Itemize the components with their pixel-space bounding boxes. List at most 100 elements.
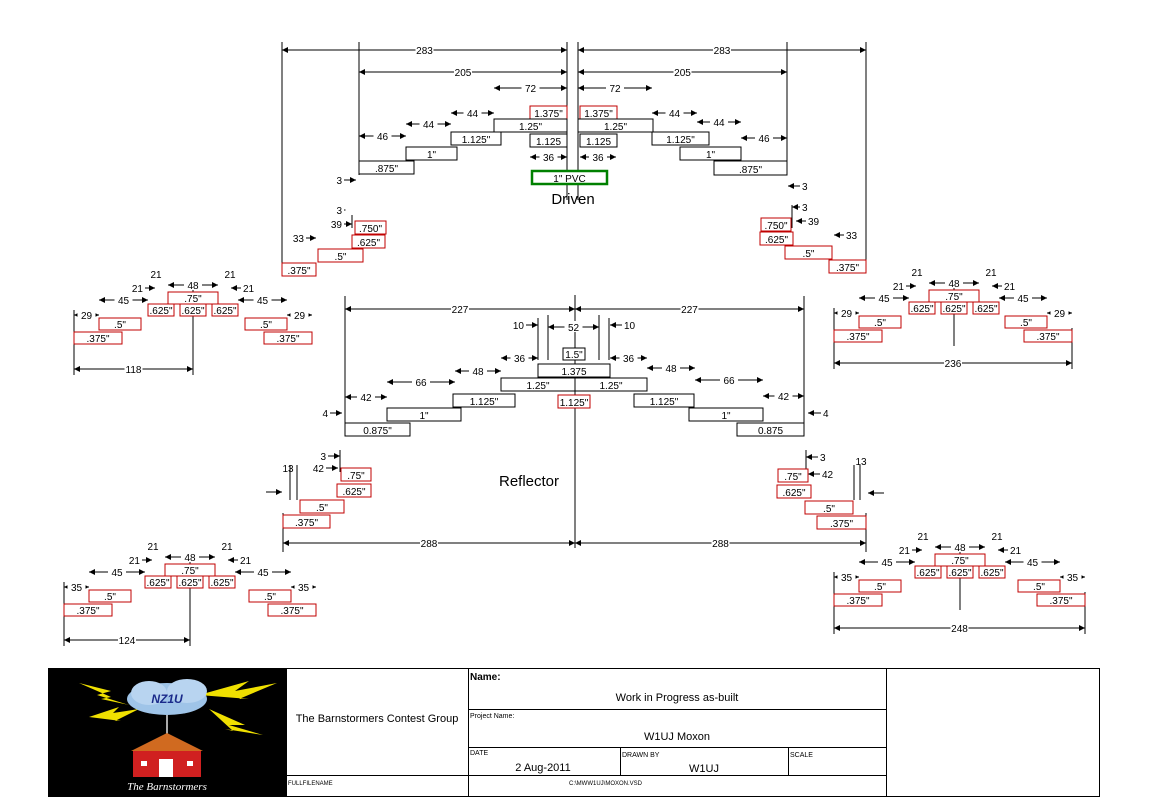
tube-label-box — [386, 407, 462, 422]
dimension-label: 21 — [991, 532, 1003, 543]
dimension-label: 10 — [624, 321, 636, 332]
dimension-label: 36 — [623, 354, 635, 365]
name-label: Name: — [470, 672, 501, 683]
dimension-label: 35 — [841, 573, 853, 584]
dimension-label: 66 — [723, 376, 735, 387]
divider — [286, 775, 886, 776]
tube-label: .375" — [86, 334, 109, 345]
dimension-label: 288 — [712, 539, 729, 550]
tube-label-box — [73, 331, 123, 345]
tube-label: .625" — [782, 488, 805, 499]
divider — [788, 747, 789, 775]
dimension-label: 48 — [665, 364, 677, 375]
dimension-label: 205 — [674, 68, 691, 79]
dimension-label: 33 — [846, 231, 858, 242]
dimension-label: 66 — [415, 378, 427, 389]
dimension-label: 283 — [714, 46, 731, 57]
dimension-label: 36 — [592, 153, 604, 164]
dimension-label: 46 — [758, 134, 770, 145]
dimension-label: 21 — [129, 556, 141, 567]
tube-label-box — [833, 329, 883, 343]
dimension-label: 248 — [951, 624, 968, 635]
dimension-label: 4 — [823, 409, 829, 420]
dimension-label: 3 — [336, 206, 342, 217]
tube-label: .5" — [114, 320, 126, 331]
tube-label: .5" — [260, 320, 272, 331]
name-value: Work in Progress as-built — [615, 692, 739, 704]
barnstormers-logo: NZ1U The Barnstormers — [49, 669, 286, 796]
dimension-label: 3 — [320, 452, 326, 463]
dimension-label: 3 — [802, 182, 808, 193]
tube-label-box — [1004, 315, 1048, 329]
dimension-label: 21 — [911, 268, 923, 279]
tube-label: .375" — [287, 266, 310, 277]
reflector-title: Reflector — [499, 473, 559, 490]
tube-label: .5" — [1020, 318, 1032, 329]
tube-label-box — [405, 146, 458, 161]
tube-label-box — [1023, 329, 1073, 343]
dimension-label: 21 — [899, 546, 911, 557]
tube-label: .625" — [910, 304, 933, 315]
tube-label-box — [557, 394, 591, 409]
tube-label-box — [946, 565, 974, 579]
tube-label: .75" — [181, 566, 199, 577]
tube-label-box — [759, 231, 794, 246]
dimension-label: 4 — [322, 409, 328, 420]
dimension-label: 45 — [878, 294, 890, 305]
tube-label: 1" — [706, 150, 716, 161]
dimension-label: 45 — [881, 558, 893, 569]
tube-label-box — [147, 303, 175, 317]
tube-label-box — [574, 377, 648, 392]
tube-label: .375" — [295, 518, 318, 529]
tube-label: 1.125 — [536, 137, 561, 148]
tube-label-box — [688, 407, 764, 422]
tube-label: .375" — [830, 519, 853, 530]
tube-label: .375" — [1049, 596, 1072, 607]
dimension-label: 21 — [147, 542, 159, 553]
tube-label: .5" — [823, 504, 835, 515]
dimension-label: 21 — [240, 556, 252, 567]
tube-label: .5" — [264, 592, 276, 603]
dimension-label: 13 — [855, 457, 867, 468]
dimension-label: 52 — [568, 323, 580, 334]
drawn-by-value: W1UJ — [689, 763, 719, 775]
tube-label: 1.25" — [519, 122, 542, 133]
dimension-label: 13 — [282, 464, 294, 475]
tube-label-box — [679, 146, 742, 161]
tube-label: 0.875" — [363, 426, 392, 437]
tube-label-box — [1017, 579, 1061, 593]
dimension-label: 3 — [820, 453, 826, 464]
dimension-label: 44 — [467, 109, 479, 120]
tube-label-box — [248, 589, 292, 603]
logo-callsign: NZ1U — [151, 692, 183, 706]
dimension-label: 48 — [954, 543, 966, 554]
tube-label: .625" — [765, 235, 788, 246]
dimension-label: 44 — [713, 118, 725, 129]
tube-label: 1.5" — [565, 350, 583, 361]
tube-label: .5" — [874, 318, 886, 329]
dimension-label: 42 — [313, 464, 325, 475]
lightning-bolt-icon — [209, 709, 263, 735]
tube-label: .625" — [974, 304, 997, 315]
tube-label-box — [1036, 593, 1086, 607]
tube-label-box — [179, 303, 207, 317]
dimension-label: 48 — [948, 279, 960, 290]
tube-label-box — [760, 217, 792, 232]
lightning-bolt-icon — [89, 707, 139, 721]
dimension-label: 36 — [543, 153, 555, 164]
dimension-label: 29 — [81, 311, 93, 322]
tube-label-box — [281, 262, 317, 277]
tube-label: 1.25" — [599, 381, 622, 392]
dimension-label: 21 — [224, 270, 236, 281]
tube-label: .625" — [210, 578, 233, 589]
dimension-label: 124 — [119, 636, 136, 647]
tube-label: 1" — [419, 411, 429, 422]
dimension-label: 44 — [423, 120, 435, 131]
tube-label: 1.125" — [666, 135, 695, 146]
tube-label-box — [972, 301, 1000, 315]
dimension-label: 42 — [778, 392, 790, 403]
tube-label: 1.375" — [534, 109, 563, 120]
tube-label-box — [317, 248, 364, 263]
dimension-label: 35 — [298, 583, 310, 594]
tube-label: .875" — [739, 165, 762, 176]
